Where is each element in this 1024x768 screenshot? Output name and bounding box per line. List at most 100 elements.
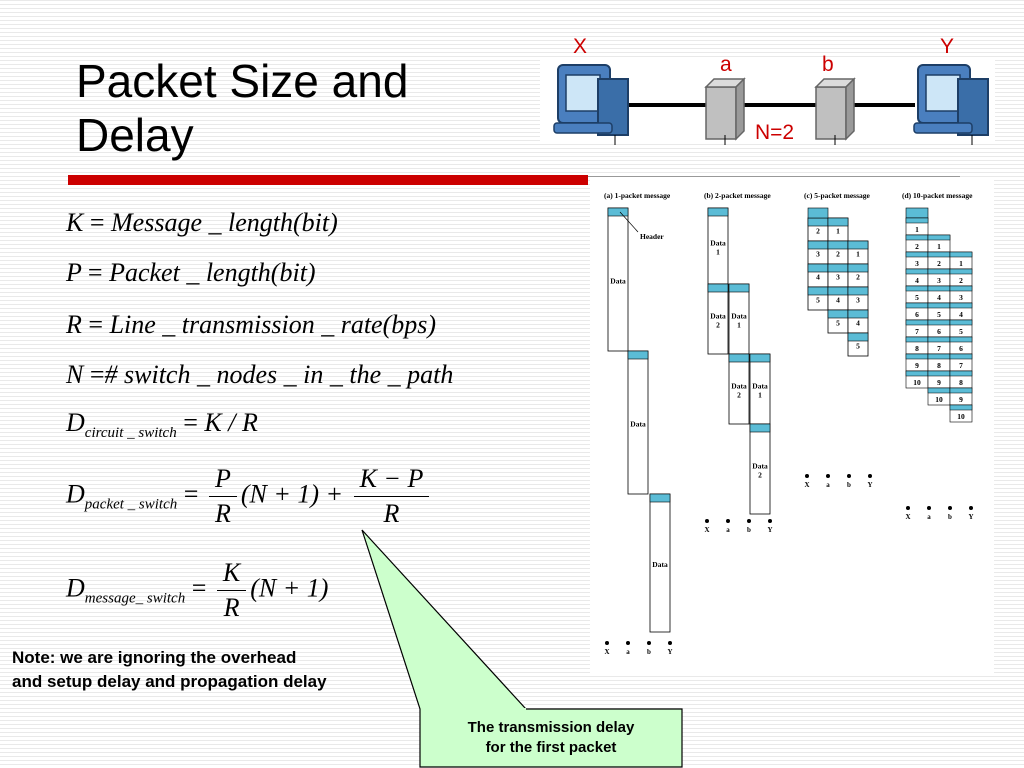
packet-d-label: 3 [915,259,919,268]
packet-c-header [827,217,849,227]
host-y-icon [913,64,989,136]
packet-c-label: 3 [836,273,840,282]
packet-d-label: 4 [959,310,963,319]
packet-a-3-label: Data [652,560,668,569]
nodes-b-node-label: b [747,526,751,534]
nodes-d-node-label: a [927,513,931,521]
packet-d-label: 7 [937,344,941,353]
packet-b-5-header [749,353,771,363]
packet-c-header [847,286,869,296]
nodes-b-node-label: a [726,526,730,534]
packet-b-5-label: 1 [758,391,762,400]
nodes-a-node-label: X [604,648,609,656]
timing-diagram: (a) 1-packet message(b) 2-packet message… [590,178,994,673]
packet-d-label: 9 [915,361,919,370]
packet-d-header [949,251,973,258]
packet-c-top [807,207,829,219]
header-label: Header [640,232,664,241]
nodes-b-dot [768,519,772,523]
packet-b-2-label: 2 [716,321,720,330]
packet-c-label: 2 [836,250,840,259]
nodes-c-dot [805,474,809,478]
packet-c-label: 1 [856,250,860,259]
packet-c-label: 5 [856,342,860,351]
packet-d-header [949,387,973,394]
nodes-a-node-label: a [626,648,630,656]
nodes-c-node-label: Y [867,481,872,489]
nodes-d-dot [906,506,910,510]
packet-c-header [847,263,869,273]
packet-d-label: 3 [959,293,963,302]
equation-p: P = Packet _ length(bit) [66,258,316,287]
packet-b-6-header [749,423,771,433]
nodes-b-node-label: Y [767,526,772,534]
equation-n: N =# switch _ nodes _ in _ the _ path [66,360,454,389]
packet-b-4-header [728,353,750,363]
callout-line-1: The transmission delay [467,719,635,736]
packet-d-label: 6 [959,344,963,353]
packet-b-1-label: Data [710,239,726,248]
packet-d-label: 9 [937,378,941,387]
label-b: b [822,53,834,76]
packet-d-label: 4 [937,293,941,302]
packet-d-header [949,319,973,326]
nodes-d-node-label: X [905,513,910,521]
packet-d-label: 6 [937,327,941,336]
nodes-c-dot [868,474,872,478]
packet-d-label: 1 [915,225,919,234]
nodes-a-node-label: b [647,648,651,656]
nodes-c-dot [847,474,851,478]
packet-d-label: 1 [937,242,941,251]
nodes-d-dot [969,506,973,510]
nodes-c-node-label: b [847,481,851,489]
packet-c-label: 5 [816,296,820,305]
packet-a-3-header [649,493,671,503]
packet-c-header [847,240,869,250]
packet-d-label: 10 [913,378,921,387]
packet-d-header [949,336,973,343]
packet-b-4-label: 2 [737,391,741,400]
host-x-icon [553,64,629,136]
packet-b-3-header [728,283,750,293]
packet-c-label: 2 [816,227,820,236]
packet-b-1-header [707,207,729,217]
packet-d-label: 4 [915,276,919,285]
title-line-1: Packet Size and [76,55,409,107]
packet-a-2-label: Data [630,420,646,429]
nodes-a-dot [626,641,630,645]
nodes-a-node-label: Y [667,648,672,656]
panel-title: (a) 1-packet message [604,191,671,200]
nodes-d-node-label: b [948,513,952,521]
packet-c-label: 3 [816,250,820,259]
title-underline [68,175,588,185]
label-a: a [720,53,732,76]
timing-drawing: (a) 1-packet message(b) 2-packet message… [604,191,974,656]
packet-d-label: 5 [937,310,941,319]
nodes-d-node-label: Y [968,513,973,521]
note-line-2: and setup delay and propagation delay [12,672,327,691]
nodes-a-dot [647,641,651,645]
title-line-2: Delay [76,109,194,161]
packet-d-label: 2 [915,242,919,251]
nodes-d-dot [948,506,952,510]
packet-d-label: 6 [915,310,919,319]
header-pointer [619,211,639,233]
packet-b-6-label: 2 [758,471,762,480]
nodes-c-dot [826,474,830,478]
panel-title: (c) 5-packet message [804,191,870,200]
packet-d-label: 5 [915,293,919,302]
packet-c-label: 4 [836,296,840,305]
packet-c-header [847,332,869,342]
packet-c-label: 5 [836,319,840,328]
packet-c-label: 3 [856,296,860,305]
packet-b-4-label: Data [731,382,747,391]
packet-b-3-label: 1 [737,321,741,330]
packet-d-label: 1 [959,259,963,268]
nodes-d-dot [927,506,931,510]
packet-d-header [949,285,973,292]
nodes-c-node-label: a [826,481,830,489]
switch-b-icon [814,77,856,141]
